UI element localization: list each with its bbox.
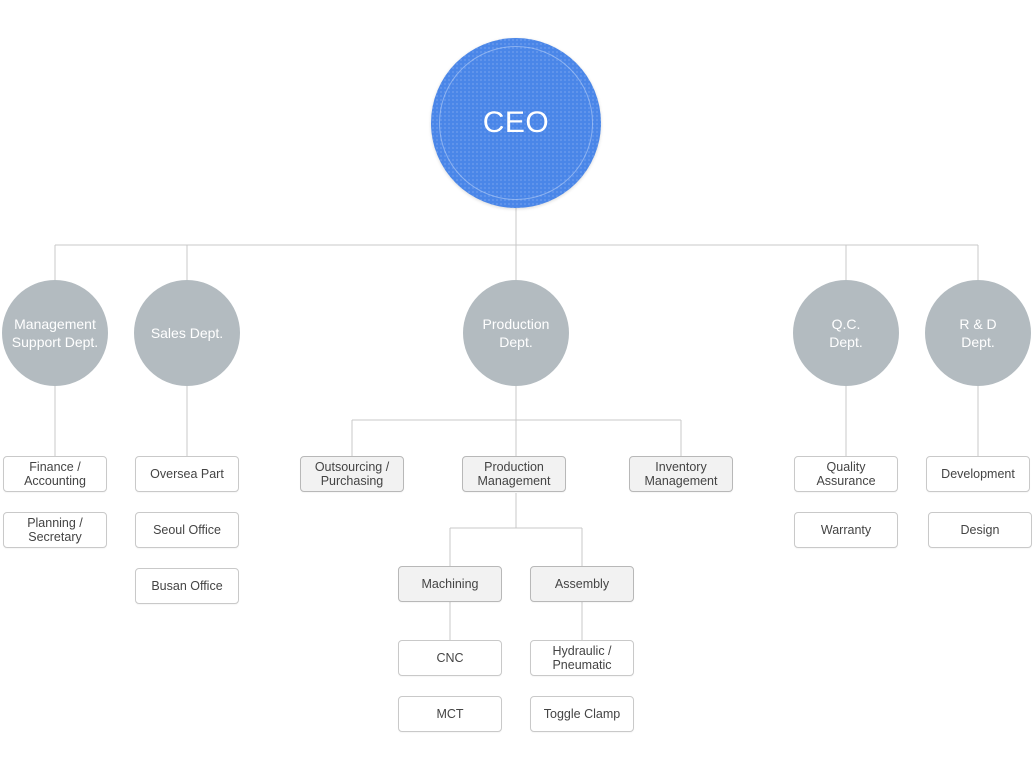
unit-label: Seoul Office bbox=[153, 523, 221, 537]
dept-qc: Q.C. Dept. bbox=[793, 280, 899, 386]
unit-inventory-management: Inventory Management bbox=[629, 456, 733, 492]
unit-label: CNC bbox=[436, 651, 464, 665]
unit-label: Finance / Accounting bbox=[24, 460, 86, 488]
ceo-node: CEO bbox=[431, 38, 601, 208]
dept-sales: Sales Dept. bbox=[134, 280, 240, 386]
unit-mct: MCT bbox=[398, 696, 502, 732]
unit-label: Machining bbox=[421, 577, 479, 591]
unit-production-management: Production Management bbox=[462, 456, 566, 492]
dept-label: Q.C. Dept. bbox=[829, 316, 863, 350]
unit-seoul-office: Seoul Office bbox=[135, 512, 239, 548]
unit-oversea-part: Oversea Part bbox=[135, 456, 239, 492]
ceo-label: CEO bbox=[482, 106, 550, 139]
unit-assembly: Assembly bbox=[530, 566, 634, 602]
unit-label: Hydraulic / Pneumatic bbox=[552, 644, 612, 672]
dept-label: Production Dept. bbox=[482, 316, 550, 350]
unit-label: Outsourcing / Purchasing bbox=[314, 460, 390, 488]
dept-label: Management Support Dept. bbox=[11, 316, 99, 350]
unit-design: Design bbox=[928, 512, 1032, 548]
unit-planning-secretary: Planning / Secretary bbox=[3, 512, 107, 548]
unit-label: Oversea Part bbox=[150, 467, 224, 481]
unit-development: Development bbox=[926, 456, 1030, 492]
unit-label: Planning / Secretary bbox=[27, 516, 83, 544]
unit-toggle-clamp: Toggle Clamp bbox=[530, 696, 634, 732]
unit-finance-accounting: Finance / Accounting bbox=[3, 456, 107, 492]
unit-label: Production Management bbox=[477, 460, 551, 488]
unit-label: Busan Office bbox=[151, 579, 223, 593]
unit-busan-office: Busan Office bbox=[135, 568, 239, 604]
unit-label: Assembly bbox=[554, 577, 610, 591]
unit-label: Design bbox=[960, 523, 1000, 537]
unit-label: MCT bbox=[436, 707, 464, 721]
unit-machining: Machining bbox=[398, 566, 502, 602]
unit-label: Warranty bbox=[820, 523, 872, 537]
unit-label: Quality Assurance bbox=[816, 460, 876, 488]
unit-label: Toggle Clamp bbox=[543, 707, 621, 721]
unit-hydraulic-pneumatic: Hydraulic / Pneumatic bbox=[530, 640, 634, 676]
dept-management-support: Management Support Dept. bbox=[2, 280, 108, 386]
dept-label: Sales Dept. bbox=[150, 325, 224, 341]
unit-cnc: CNC bbox=[398, 640, 502, 676]
dept-rnd: R & D Dept. bbox=[925, 280, 1031, 386]
unit-outsourcing-purchasing: Outsourcing / Purchasing bbox=[300, 456, 404, 492]
dept-production: Production Dept. bbox=[463, 280, 569, 386]
unit-label: Inventory Management bbox=[644, 460, 718, 488]
unit-warranty: Warranty bbox=[794, 512, 898, 548]
dept-label: R & D Dept. bbox=[959, 316, 997, 350]
unit-quality-assurance: Quality Assurance bbox=[794, 456, 898, 492]
unit-label: Development bbox=[941, 467, 1015, 481]
